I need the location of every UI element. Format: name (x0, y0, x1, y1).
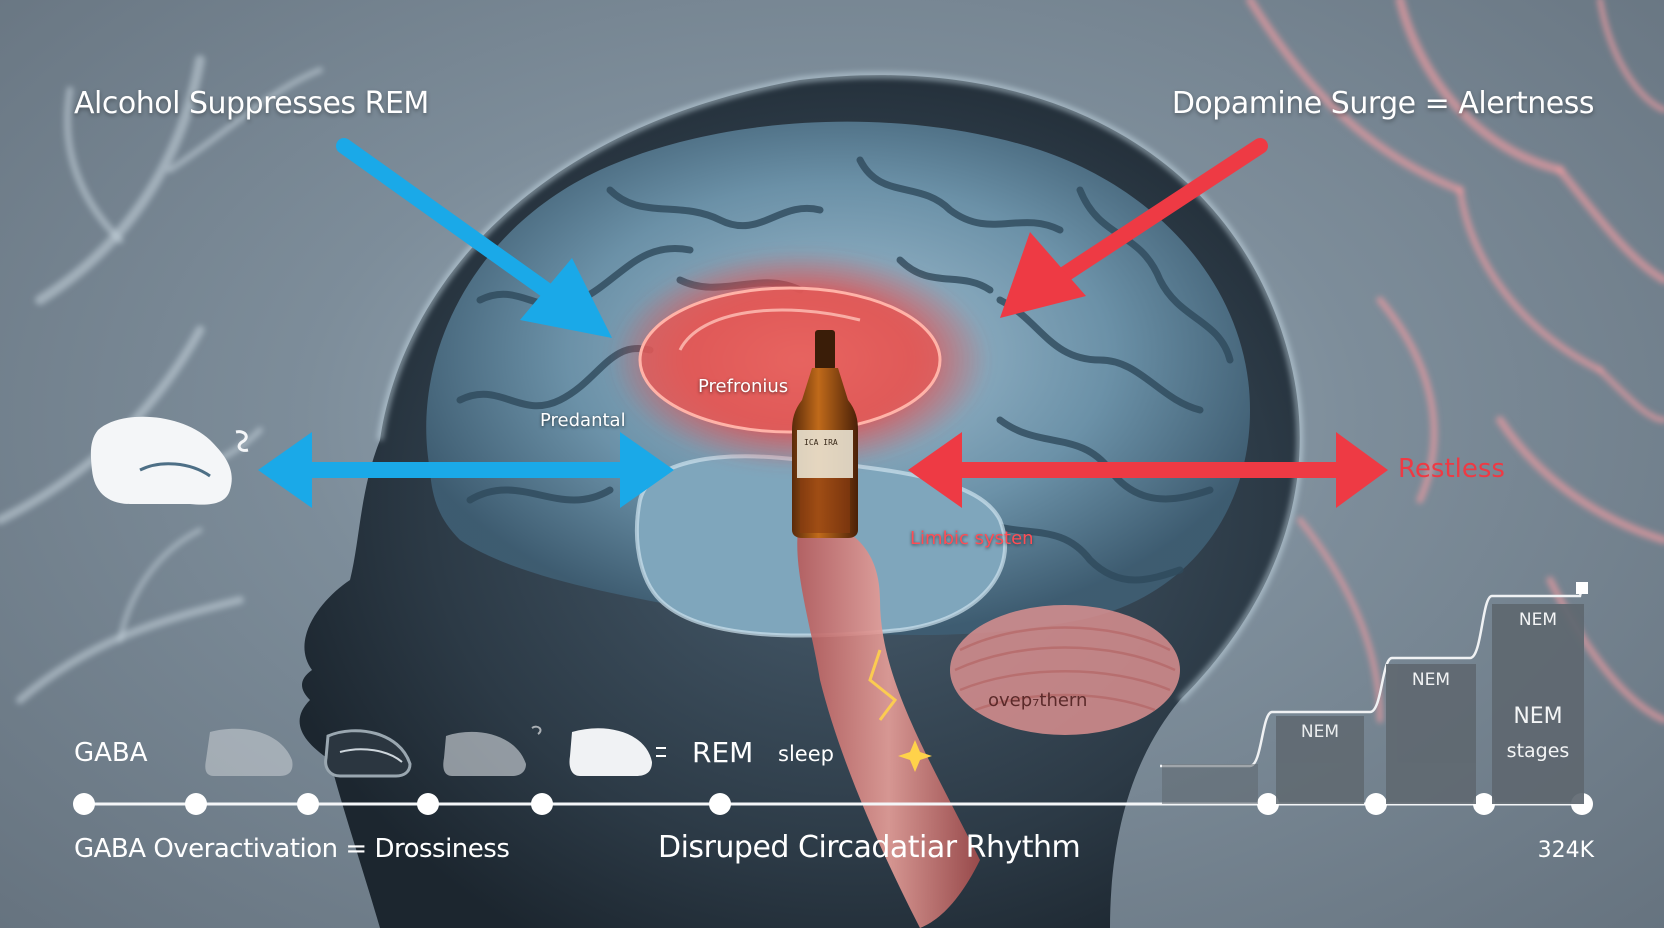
stage-bar-label: NEM (1300, 722, 1340, 742)
stage-bar: NEM NEM stages (1492, 604, 1584, 804)
stage-bar-label-sub: stages (1506, 740, 1570, 762)
spark-icon (898, 740, 932, 772)
stages-line (1160, 587, 1584, 768)
background-vessels-left (0, 55, 323, 704)
sleeping-head-icon (90, 416, 249, 505)
stage-bar-label-large: NEM (1513, 704, 1563, 729)
label-predantal: Predantal (540, 410, 626, 431)
stage-bar-label: NEM (1518, 610, 1558, 630)
label-prefronius: Prefronius (698, 376, 789, 397)
footer-left: GABA Overactivation = Drossiness (74, 834, 510, 864)
stage-bar-label: NEM (1411, 670, 1451, 690)
sleep-icon-2 (324, 729, 412, 778)
timeline-sleep: sleep (778, 742, 834, 766)
background-vessels-right (1246, 0, 1664, 724)
stage-bar: NEM (1386, 664, 1476, 804)
brainstem (797, 520, 980, 928)
timeline-gaba: GABA (74, 738, 148, 768)
sleep-icon-3 (443, 725, 542, 776)
stage-bar (1162, 764, 1258, 804)
red-arrow-diagonal (1000, 138, 1268, 318)
footer-center: Disruped Circadatiar Rhythm (658, 830, 1081, 865)
timeline (73, 793, 1593, 815)
footer-right: 324K (1537, 838, 1594, 863)
sleep-icon-1 (205, 728, 293, 776)
sleep-icon-4 (569, 728, 666, 776)
bottle-icon (792, 330, 858, 538)
title-left: Alcohol Suppresses REM (74, 86, 429, 121)
label-limbic-system: Limbic systen (910, 528, 1034, 549)
prefrontal-glow (610, 250, 990, 470)
stage-bar: NEM (1276, 716, 1364, 804)
label-restless: Restless (1398, 454, 1505, 484)
bottle-label: ICA IRA (804, 438, 838, 447)
timeline-rem: REM (692, 736, 754, 769)
label-overpthern: ovep₇thern (988, 690, 1088, 711)
blue-arrow-horizontal (258, 432, 674, 508)
blue-arrow-diagonal (336, 138, 612, 338)
cerebellum (950, 605, 1180, 735)
title-right: Dopamine Surge = Alertness (1171, 86, 1595, 121)
red-arrow-horizontal (908, 432, 1388, 508)
